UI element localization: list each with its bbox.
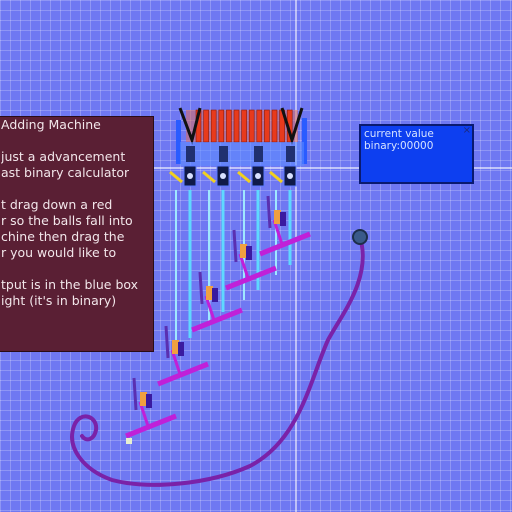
deflector-arm bbox=[237, 170, 251, 184]
gate-arm bbox=[157, 361, 209, 387]
deflector-arm bbox=[202, 170, 216, 184]
return-track bbox=[70, 235, 365, 487]
value-box: current value binary:00000 × bbox=[359, 124, 474, 184]
gate-counterweight bbox=[140, 392, 147, 406]
info-title: Adding Machine bbox=[1, 117, 101, 132]
info-line: just a advancement bbox=[1, 149, 126, 164]
dispenser-top bbox=[286, 146, 295, 162]
feeder-bar bbox=[256, 109, 263, 143]
feeder-rack[interactable] bbox=[176, 107, 307, 166]
gate-post bbox=[198, 271, 204, 305]
gate-post bbox=[266, 195, 272, 229]
gate-arm bbox=[259, 231, 311, 257]
deflector-arm bbox=[169, 170, 183, 184]
dispenser-ball bbox=[287, 173, 293, 179]
binary-readout: binary:00000 bbox=[364, 140, 469, 152]
info-line: ight (it's in binary) bbox=[1, 293, 117, 308]
gate-post bbox=[164, 325, 170, 359]
gate-post bbox=[232, 229, 238, 263]
feeder-bar bbox=[241, 109, 247, 143]
info-line: t drag down a red bbox=[1, 197, 113, 212]
gate-counterweight bbox=[206, 286, 213, 300]
info-line: ast binary calculator bbox=[1, 165, 130, 180]
gate-counterweight bbox=[240, 244, 247, 258]
close-icon[interactable]: × bbox=[462, 125, 471, 136]
dispenser-ball bbox=[187, 173, 193, 179]
info-line: r so the balls fall into bbox=[1, 213, 133, 228]
feeder-bar bbox=[271, 109, 278, 143]
info-panel: Adding Machine just a advancement ast bi… bbox=[0, 116, 154, 352]
gate-block bbox=[146, 394, 152, 408]
gate-counterweight bbox=[274, 210, 281, 224]
info-line: tput is in the blue box bbox=[1, 277, 139, 292]
info-line: r you would like to bbox=[1, 245, 117, 260]
dispenser-ball bbox=[220, 173, 226, 179]
feeder-bar bbox=[248, 109, 255, 143]
dispenser-top bbox=[186, 146, 195, 162]
feeder-bar bbox=[233, 109, 240, 143]
deflector-arm bbox=[269, 170, 283, 184]
feeder-bar bbox=[203, 109, 209, 143]
value-label: current value bbox=[364, 128, 434, 140]
binary-value: 00000 bbox=[399, 140, 434, 152]
feeder-bar bbox=[218, 109, 225, 143]
feeder-bar bbox=[210, 109, 217, 143]
feeder-bar bbox=[264, 109, 270, 143]
ball-collector bbox=[126, 438, 132, 444]
gate-block bbox=[246, 246, 252, 260]
info-line: chine then drag the bbox=[1, 229, 125, 244]
dispenser-top bbox=[254, 146, 263, 162]
gate-counterweight bbox=[172, 340, 179, 354]
binary-prefix: binary: bbox=[364, 140, 400, 152]
gate-block bbox=[212, 288, 218, 302]
adder-gates bbox=[125, 195, 311, 439]
dispenser-top bbox=[219, 146, 228, 162]
gate-block bbox=[178, 342, 184, 356]
gate-block bbox=[280, 212, 286, 226]
gate-post bbox=[132, 377, 138, 411]
dispenser-ball bbox=[255, 173, 261, 179]
gate-arm bbox=[125, 413, 177, 439]
gate-arm bbox=[191, 307, 243, 333]
gate-arm bbox=[225, 265, 277, 291]
feeder-bar bbox=[226, 109, 232, 143]
track-end-ball[interactable] bbox=[352, 229, 368, 245]
